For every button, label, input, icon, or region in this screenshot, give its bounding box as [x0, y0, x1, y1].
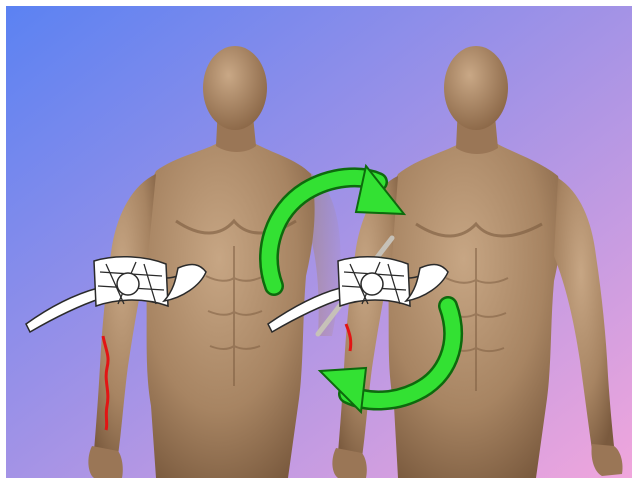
- figure-right-torso: [383, 142, 562, 478]
- illustration-frame: [6, 6, 632, 478]
- bandage-knot: [361, 273, 383, 295]
- bandage-knot: [117, 273, 139, 295]
- illustration-canvas: [6, 6, 632, 478]
- figure-right-head: [444, 46, 508, 130]
- figure-left-head: [203, 46, 267, 130]
